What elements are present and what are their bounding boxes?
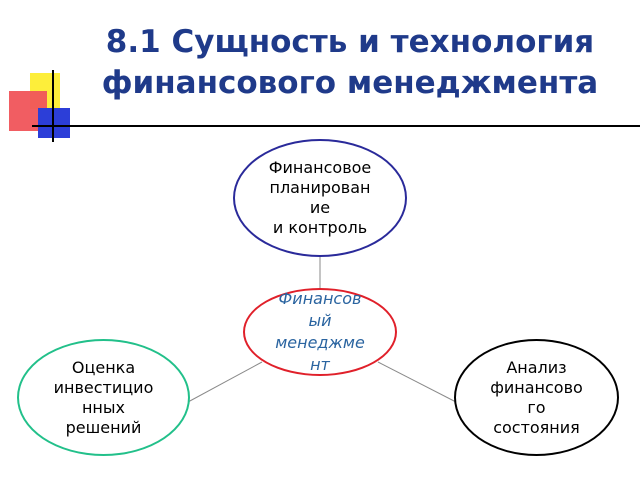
- connector-center-right: [377, 361, 457, 403]
- node-investment-evaluation-label: Оценка инвестицио нных решений: [53, 357, 154, 437]
- node-financial-planning-label: Финансовое планирован ие и контроль: [268, 158, 372, 237]
- node-financial-analysis-label: Анализ финансово го состояния: [490, 357, 583, 437]
- page-title: 8.1 Сущность и технология финансового ме…: [60, 22, 640, 104]
- node-financial-management: Финансов ый менеджме нт: [243, 288, 397, 376]
- vertical-rule: [52, 70, 54, 142]
- title-line-1: 8.1 Сущность и технология: [105, 24, 595, 60]
- title-line-2: финансового менеджмента: [101, 65, 599, 101]
- horizontal-rule: [32, 125, 640, 127]
- connector-center-left: [187, 361, 263, 403]
- node-financial-analysis: Анализ финансово го состояния: [454, 339, 619, 456]
- node-financial-management-label: Финансов ый менеджме нт: [275, 289, 365, 374]
- blue-square-decoration: [38, 108, 70, 138]
- node-investment-evaluation: Оценка инвестицио нных решений: [17, 339, 190, 456]
- node-financial-planning: Финансовое планирован ие и контроль: [233, 139, 407, 257]
